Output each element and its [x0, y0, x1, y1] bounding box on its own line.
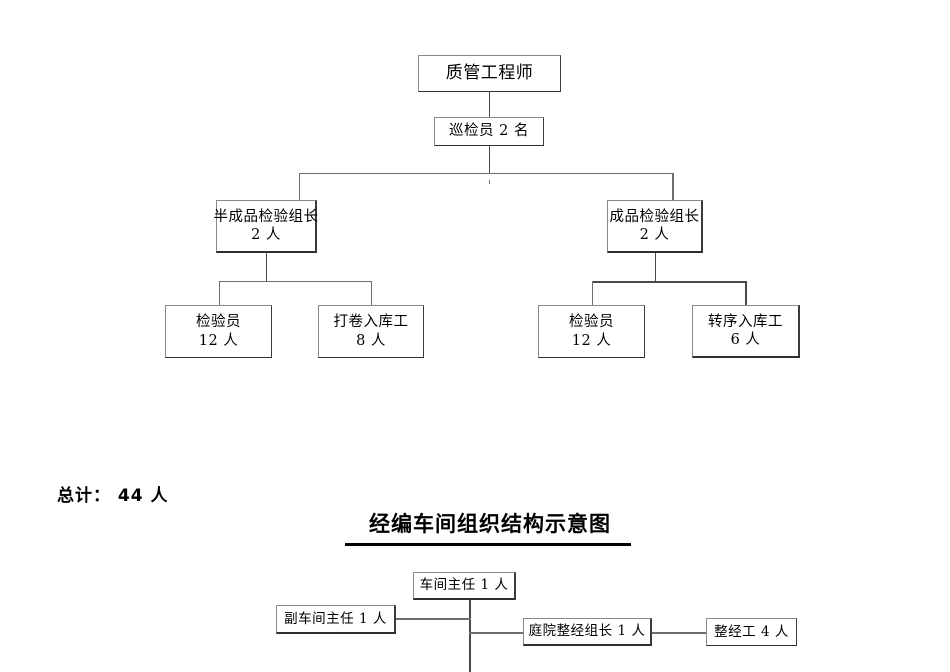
- node-roll-storage-worker[interactable]: 打卷入库工 8 人: [318, 305, 424, 358]
- node-label-line1: 检验员: [569, 314, 614, 331]
- connector-engineer-to-patrol: [489, 92, 490, 117]
- connector-bus-right-leaves: [592, 281, 747, 283]
- connector-yard-leader-to-warping-worker: [652, 632, 708, 634]
- connector-to-roll-storage: [371, 281, 372, 305]
- title-underline: [345, 543, 631, 546]
- node-workshop-director[interactable]: 车间主任 1 人: [413, 572, 516, 600]
- connector-to-inspector-left: [219, 281, 220, 305]
- node-inspector-patrol[interactable]: 巡检员 2 名: [434, 117, 544, 146]
- page-title: 经编车间组织结构示意图: [369, 512, 611, 536]
- node-semi-finished-inspection-leader[interactable]: 半成品检验组长 2 人: [213, 200, 319, 253]
- connector-trunk-to-yard-leader: [469, 632, 525, 634]
- node-label-line1: 半成品检验组长: [213, 208, 319, 225]
- node-label-line2: 2 人: [639, 227, 670, 243]
- node-label-line1: 巡检员 2 名: [449, 123, 529, 140]
- node-inspector-left[interactable]: 检验员 12 人: [165, 305, 272, 358]
- connector-bus-to-finished-leader: [672, 173, 674, 200]
- node-finished-inspection-leader[interactable]: 成品检验组长 2 人: [607, 200, 703, 253]
- node-warping-worker[interactable]: 整经工 4 人: [706, 618, 797, 646]
- node-label-line1: 打卷入库工: [333, 314, 409, 331]
- connector-trunk-to-deputy: [396, 618, 471, 620]
- node-label-line1: 检验员: [196, 314, 241, 331]
- chart-b-title-block: 经编车间组织结构示意图: [345, 508, 635, 546]
- connector-semi-leader-down: [266, 253, 267, 281]
- connector-bus-to-semi-leader: [299, 173, 300, 200]
- node-yard-warping-leader[interactable]: 庭院整经组长 1 人: [523, 618, 652, 646]
- connector-center-tick: [489, 180, 490, 184]
- node-label-line1: 质管工程师: [445, 62, 534, 83]
- node-deputy-workshop-director[interactable]: 副车间主任 1 人: [276, 605, 396, 634]
- connector-to-inspector-right: [592, 281, 593, 305]
- node-label-line1: 庭院整经组长 1 人: [528, 623, 646, 640]
- node-label-line2: 2 人: [251, 227, 281, 243]
- connector-patrol-down: [489, 146, 490, 173]
- node-label-line1: 转序入库工: [708, 313, 783, 330]
- node-label-line1: 副车间主任 1 人: [284, 610, 387, 627]
- node-label-line1: 车间主任 1 人: [419, 577, 509, 594]
- connector-bus-level2: [299, 173, 674, 174]
- node-label-line2: 8 人: [356, 332, 386, 349]
- connector-director-trunk: [469, 600, 471, 672]
- node-label-line1: 成品检验组长: [609, 208, 700, 225]
- node-label-line2: 6 人: [730, 332, 761, 348]
- node-quality-engineer[interactable]: 质管工程师: [418, 55, 561, 92]
- node-inspector-right[interactable]: 检验员 12 人: [538, 305, 645, 358]
- connector-bus-left-leaves: [219, 281, 372, 282]
- connector-to-transfer-storage: [745, 281, 747, 305]
- total-headcount-label: 总计： 44 人: [57, 486, 169, 506]
- connector-finished-leader-down: [655, 253, 656, 281]
- node-transfer-storage-worker[interactable]: 转序入库工 6 人: [692, 305, 800, 358]
- node-label-line2: 12 人: [571, 332, 612, 349]
- node-label-line2: 12 人: [198, 332, 239, 349]
- node-label-line1: 整经工 4 人: [714, 623, 789, 640]
